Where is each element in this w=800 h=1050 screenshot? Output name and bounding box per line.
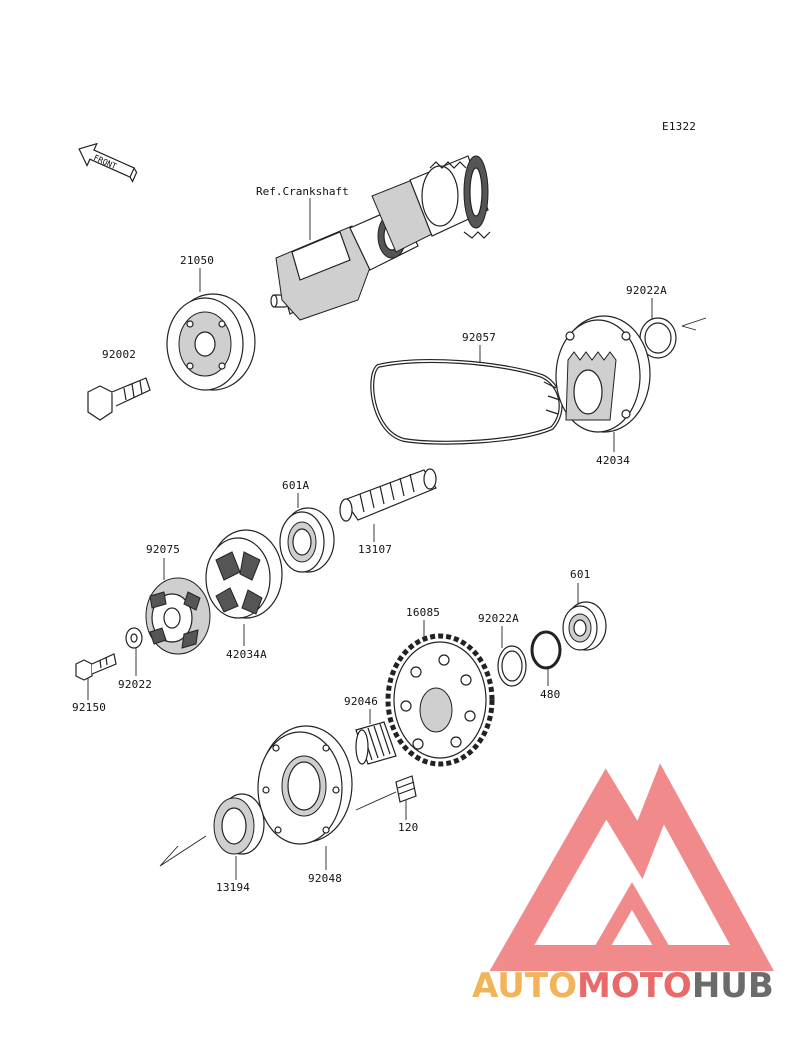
- label-92150: 92150: [72, 701, 106, 714]
- front-arrow-icon: FRONT: [78, 142, 138, 183]
- part-92002-bolt: [87, 377, 151, 421]
- logo-triangle-icon: [489, 763, 774, 971]
- watermark-part-hub: HUB: [692, 966, 774, 1006]
- label-13107: 13107: [358, 543, 392, 556]
- label-92046: 92046: [344, 695, 378, 708]
- part-42034a-hub: [205, 529, 283, 619]
- shaft-axis-arrow-top: [681, 317, 707, 331]
- label-92022a-top: 92022A: [626, 284, 667, 297]
- part-16085-gear: [385, 633, 495, 767]
- label-13194: 13194: [216, 881, 250, 894]
- part-601-bearing: [562, 601, 607, 651]
- label-480: 480: [540, 688, 560, 701]
- part-13107-shaft: [339, 468, 437, 522]
- label-601: 601: [570, 568, 590, 581]
- part-42034-sprocket: [555, 315, 651, 433]
- label-120: 120: [398, 821, 418, 834]
- label-601a: 601A: [282, 479, 309, 492]
- label-21050: 21050: [180, 254, 214, 267]
- label-92022: 92022: [118, 678, 152, 691]
- label-92022a-mid: 92022A: [478, 612, 519, 625]
- label-92057: 92057: [462, 331, 496, 344]
- part-92057-chain: [370, 359, 563, 445]
- watermark-part-auto: AUTO: [472, 966, 577, 1006]
- label-42034: 42034: [596, 454, 630, 467]
- shaft-axis-arrow-bottom: [159, 835, 207, 867]
- part-21050-rotor: [166, 293, 256, 391]
- part-120-pin: [355, 775, 417, 811]
- diagram-code: E1322: [662, 120, 696, 133]
- part-92046-needle-bearing: [355, 721, 397, 765]
- part-92022a-top-washer: [639, 317, 677, 359]
- label-16085: 16085: [406, 606, 440, 619]
- crankshaft-drawing: [270, 155, 491, 321]
- label-42034a: 42034A: [226, 648, 267, 661]
- watermark-part-moto: MOTO: [577, 966, 692, 1006]
- label-92075: 92075: [146, 543, 180, 556]
- part-92048-housing: [257, 725, 353, 845]
- part-601a-bearing: [279, 507, 335, 573]
- automotohub-logo: [489, 763, 774, 971]
- label-92048: 92048: [308, 872, 342, 885]
- part-92022a-mid-washer: [497, 645, 527, 687]
- part-92150-bolt: [75, 653, 117, 681]
- part-480-circlip: [530, 630, 562, 670]
- part-92022-washer: [125, 627, 143, 649]
- part-92075-damper: [145, 577, 211, 655]
- label-92002: 92002: [102, 348, 136, 361]
- watermark-text: AUTOMOTOHUB: [472, 966, 774, 1006]
- part-13194-coupling: [213, 793, 265, 855]
- ref-crankshaft-label: Ref.Crankshaft: [256, 185, 349, 198]
